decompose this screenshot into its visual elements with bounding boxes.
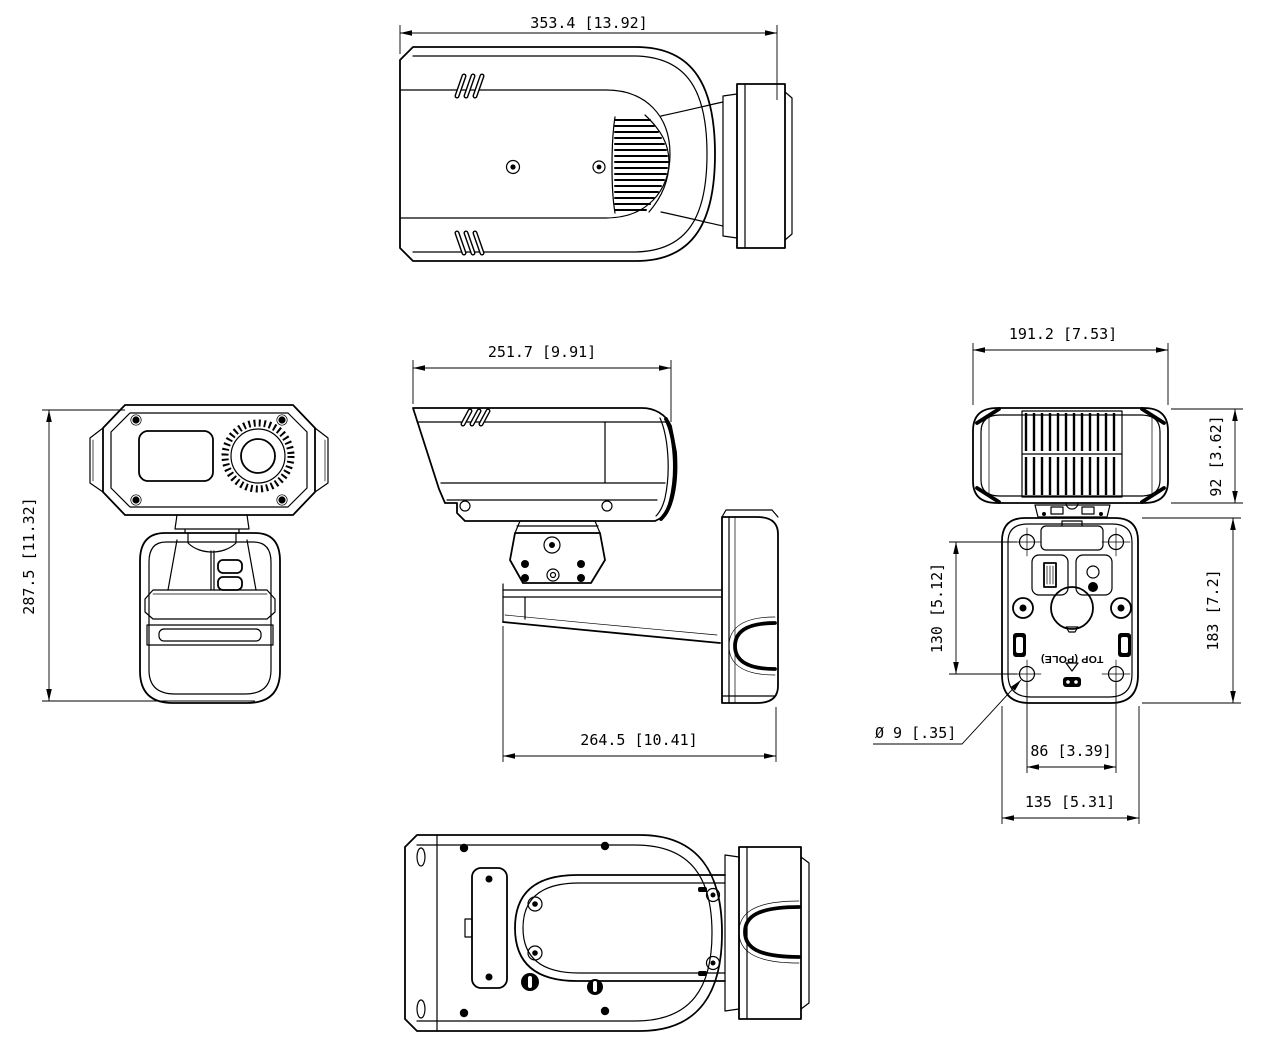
front-view-mount (139, 514, 281, 704)
plate-height-label: 183 [7.2] (1204, 569, 1222, 650)
rear-view-dimension-hole-spacing-vertical: 130 [5.12] (928, 541, 1017, 675)
front-view-camera-head (89, 404, 329, 516)
rear-view-mount-plate: TOP (POLE) (1001, 517, 1139, 704)
rear-view-camera-head (972, 407, 1169, 510)
hole-diameter-label: Ø 9 [.35] (875, 724, 956, 742)
bottom-connector (1063, 677, 1081, 687)
rear-view-dimension-width: 191.2 [7.53] (972, 325, 1169, 405)
front-view-svg: 287.5 [11.32] (20, 404, 329, 704)
rear-view-dimension-head-height: 92 [3.62] (1171, 408, 1243, 504)
hole-spacing-horizontal-label: 86 [3.39] (1030, 742, 1111, 760)
top-view-svg: 353.4 [13.92] (399, 14, 793, 262)
rear-view-dimension-plate-height: 183 [7.2] (1142, 517, 1241, 704)
rear-view-svg: 191.2 [7.53] (873, 325, 1243, 824)
side-view-dimension-body-length: 251.7 [9.91] (412, 343, 672, 422)
side-view-body (412, 407, 678, 522)
side-body-length-label: 251.7 [9.91] (488, 343, 596, 361)
rear-view: 191.2 [7.53] (865, 325, 1262, 837)
plate-marking-text: TOP (POLE) (1041, 653, 1104, 665)
lens (221, 419, 295, 493)
reset-hole (1086, 565, 1100, 579)
front-view-dimension-height: 287.5 [11.32] (20, 409, 255, 702)
orientation-arrow (1065, 662, 1079, 672)
bottom-view-lens-hood (724, 846, 810, 1020)
rear-width-label: 191.2 [7.53] (1009, 325, 1117, 343)
side-view: 251.7 [9.91] (395, 332, 850, 790)
top-view: 353.4 [13.92] (393, 12, 823, 297)
front-height-label: 287.5 [11.32] (20, 497, 38, 614)
side-view-svg: 251.7 [9.91] (412, 343, 779, 762)
front-view: 287.5 [11.32] (20, 393, 329, 728)
usb-connector (1043, 562, 1057, 588)
top-view-dimension-width: 353.4 [13.92] (399, 14, 778, 100)
front-corner-screws (130, 414, 288, 506)
mount-screw-holes (1012, 527, 1131, 689)
top-view-lens-hood (722, 83, 793, 249)
side-mount-depth-label: 264.5 [10.41] (580, 731, 697, 749)
side-view-dimension-mount-depth: 264.5 [10.41] (502, 626, 777, 762)
rear-view-dimension-hole-spacing-horizontal: 86 [3.39] (1026, 683, 1117, 773)
side-view-wall-plate (721, 509, 779, 704)
top-view-vent-slots (454, 73, 485, 256)
rear-view-neck (1034, 504, 1111, 518)
rear-heatsink-fins (1021, 410, 1123, 498)
led-indicator (1088, 582, 1098, 592)
top-view-body (399, 46, 793, 262)
top-view-heatsink-fins (611, 114, 670, 214)
bottom-view (395, 825, 825, 1043)
bottom-view-body (404, 834, 723, 1032)
top-view-screws (505, 159, 606, 175)
hole-spacing-vertical-label: 130 [5.12] (928, 563, 946, 653)
sensor-window (138, 430, 214, 482)
rear-view-dimension-hole-diameter: Ø 9 [.35] (873, 679, 1022, 745)
plate-width-label: 135 [5.31] (1025, 793, 1115, 811)
bottom-access-panel (464, 867, 508, 989)
bottom-view-arm-plate (514, 874, 726, 995)
rear-head-height-label: 92 [3.62] (1207, 415, 1225, 496)
bottom-view-svg (404, 834, 810, 1032)
rear-view-dimension-plate-width: 135 [5.31] (1001, 706, 1140, 824)
top-width-label: 353.4 [13.92] (530, 14, 647, 32)
side-view-bracket (502, 520, 723, 644)
